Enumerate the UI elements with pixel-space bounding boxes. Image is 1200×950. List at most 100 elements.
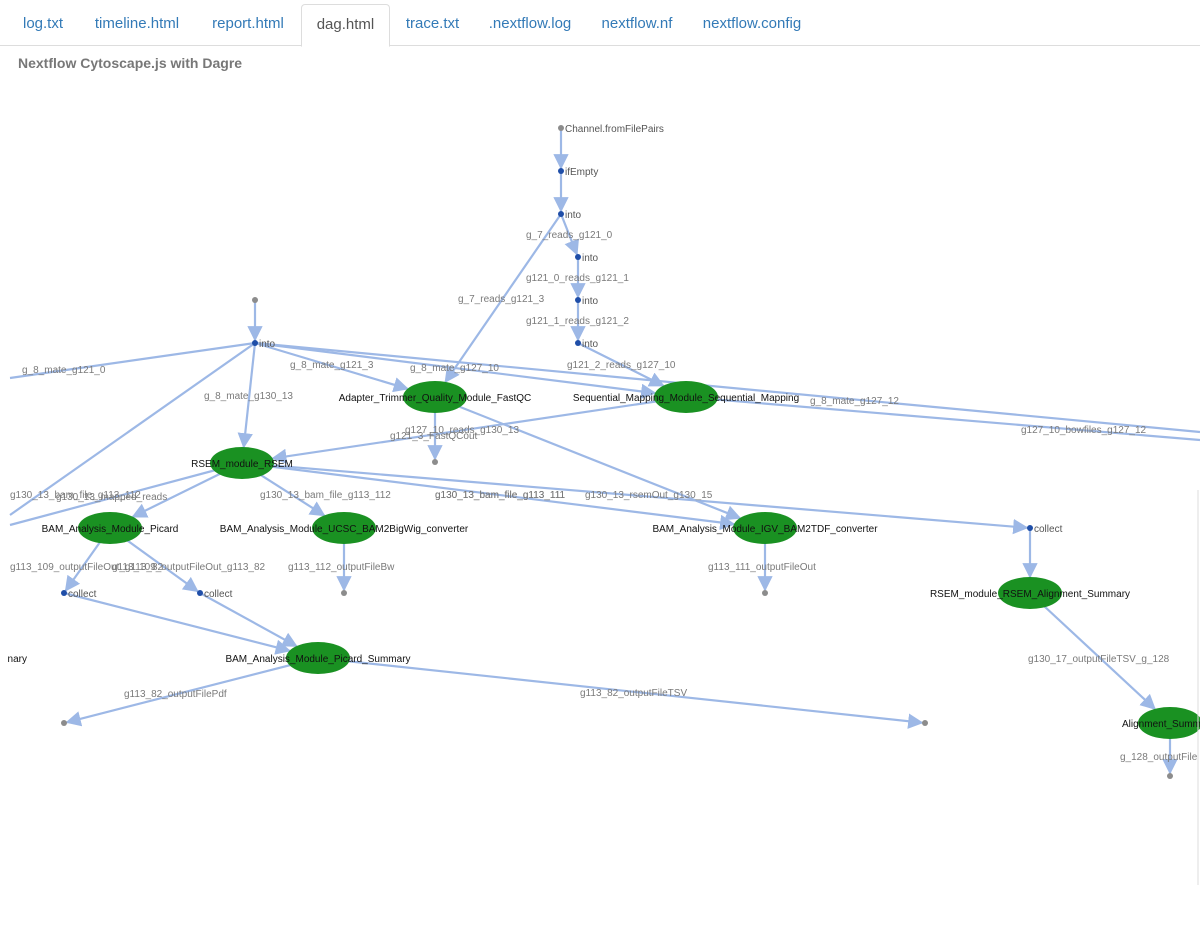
node-label: Channel.fromFilePairs	[565, 124, 664, 135]
endpoint-node[interactable]	[432, 459, 438, 465]
process-node[interactable]	[286, 642, 350, 674]
edge	[254, 341, 410, 393]
process-node[interactable]	[654, 381, 718, 413]
tab-log-txt[interactable]: log.txt	[22, 15, 64, 32]
edge-label: g_8_mate_g127_10	[410, 363, 499, 374]
edge	[254, 341, 1200, 434]
edge	[685, 395, 1200, 442]
edge-label: g_8_mate_g127_12	[810, 396, 899, 407]
node-label: into	[582, 339, 599, 350]
endpoint-node[interactable]	[558, 125, 564, 131]
process-node[interactable]	[78, 512, 142, 544]
node-label: collect	[204, 589, 233, 600]
operator-node[interactable]	[197, 590, 203, 596]
edge-label: g130_13_bam_file_g113_112	[10, 490, 141, 501]
edge	[63, 591, 292, 655]
operator-node[interactable]	[61, 590, 67, 596]
operator-node[interactable]	[575, 340, 581, 346]
node-label: ifEmpty	[565, 167, 598, 178]
page-title: Nextflow Cytoscape.js with Dagre	[18, 55, 243, 71]
tab-trace-txt[interactable]: trace.txt	[405, 15, 460, 32]
edge	[254, 341, 657, 400]
edge-label: g121_2_reads_g127_10	[567, 360, 676, 371]
edge-label: g130_13_bam_file_g113_111	[435, 490, 566, 501]
edge	[9, 342, 256, 516]
node-label: Adapter_Trimmer_Quality_Module_FastQC	[339, 393, 531, 404]
tab-bar: log.txt timeline.html report.html dag.ht…	[0, 0, 1200, 47]
edge-label: g113_82_outputFilePdf	[124, 689, 227, 700]
edge-label: g130_17_outputFileTSV_g_128	[1028, 654, 1170, 665]
node-label: into	[259, 339, 276, 350]
node-label: BAM_Analysis_Module_UCSC_BAM2BigWig_conv…	[220, 524, 469, 535]
edge-label: g_8_mate_g121_3	[290, 360, 374, 371]
edge-label: g113_109_outputFileOut_g113_82	[112, 562, 266, 573]
endpoint-node[interactable]	[922, 720, 928, 726]
process-node[interactable]	[210, 447, 274, 479]
operator-node[interactable]	[252, 340, 258, 346]
edge	[9, 461, 243, 527]
edge	[237, 342, 257, 449]
edge-label: g130_13_bam_file_g113_111	[435, 490, 566, 501]
operator-node[interactable]	[558, 168, 564, 174]
tab-dag-html[interactable]: dag.html	[301, 4, 390, 47]
tab-report-html[interactable]: report.html	[212, 15, 284, 32]
operator-node[interactable]	[558, 211, 564, 217]
endpoint-node[interactable]	[61, 720, 67, 726]
edge-label: g113_82_outputFileTSV	[580, 688, 687, 699]
edge-label: g113_109_outputFileOut_g113_82	[10, 562, 164, 573]
process-node[interactable]	[733, 512, 797, 544]
node-label: BAM_Analysis_Module_Picard_Summary	[225, 654, 410, 665]
operator-node[interactable]	[1027, 525, 1033, 531]
edge	[434, 395, 742, 521]
edge-label: g113_112_outputFileBw	[288, 562, 395, 573]
node-label: RSEM_module_RSEM_Alignment_Summary	[930, 589, 1130, 600]
edge-label: g_7_reads_g121_3	[458, 294, 545, 305]
tab-nextflow-config[interactable]: nextflow.config	[702, 15, 802, 32]
edge	[9, 341, 256, 380]
edge-label: g113_111_outputFileOut	[708, 562, 816, 573]
tab-nextflow-log[interactable]: .nextflow.log	[488, 15, 572, 32]
edge	[317, 656, 924, 729]
node-label: BAM_Analysis_Module_IGV_BAM2TDF_converte…	[652, 524, 878, 535]
node-label: collect	[68, 589, 97, 600]
edge-label: g121_1_reads_g121_2	[526, 316, 629, 327]
process-node[interactable]	[998, 577, 1062, 609]
endpoint-node[interactable]	[341, 590, 347, 596]
node-label: Alignment_Summ	[1122, 719, 1200, 730]
edge-label: g121_0_reads_g121_1	[526, 273, 629, 284]
node-label: into	[582, 296, 599, 307]
edge	[241, 461, 1029, 535]
tab-timeline-html[interactable]: timeline.html	[94, 15, 180, 32]
edge-label: g_8_mate_g130_13	[204, 391, 293, 402]
edge	[577, 342, 665, 387]
node-label: RSEM_module_RSEM	[191, 459, 293, 470]
node-label: into	[582, 253, 599, 264]
edge	[65, 656, 319, 727]
operator-node[interactable]	[575, 254, 581, 260]
node-label: collect	[1034, 524, 1063, 535]
edge-label: g127_10_bowfiles_g127_12	[1021, 425, 1147, 436]
tab-nextflow-nf[interactable]: nextflow.nf	[601, 15, 673, 32]
process-node[interactable]	[403, 381, 467, 413]
edge	[1029, 592, 1156, 710]
operator-node[interactable]	[575, 297, 581, 303]
endpoint-node[interactable]	[252, 297, 258, 303]
edge-label: g127_10_reads_g130_13	[405, 425, 519, 436]
node-label: into	[565, 210, 582, 221]
edge	[559, 213, 579, 256]
edge-label: g_8_mate_g121_0	[22, 365, 106, 376]
process-node[interactable]	[1138, 707, 1200, 739]
edge	[444, 213, 562, 384]
edge	[199, 592, 298, 648]
node-label: nary	[8, 654, 27, 665]
endpoint-node[interactable]	[1167, 773, 1173, 779]
edge-label: g_128_outputFile	[1120, 752, 1198, 763]
node-label: Sequential_Mapping_Module_Sequential_Map…	[573, 393, 799, 404]
process-node[interactable]	[312, 512, 376, 544]
edge-label: g121_3_FastQCout	[390, 431, 478, 442]
endpoint-node[interactable]	[762, 590, 768, 596]
edge-label: g130_13_mapped_reads	[56, 492, 167, 503]
edge	[241, 461, 736, 531]
edge-label: g_7_reads_g121_0	[526, 230, 613, 241]
